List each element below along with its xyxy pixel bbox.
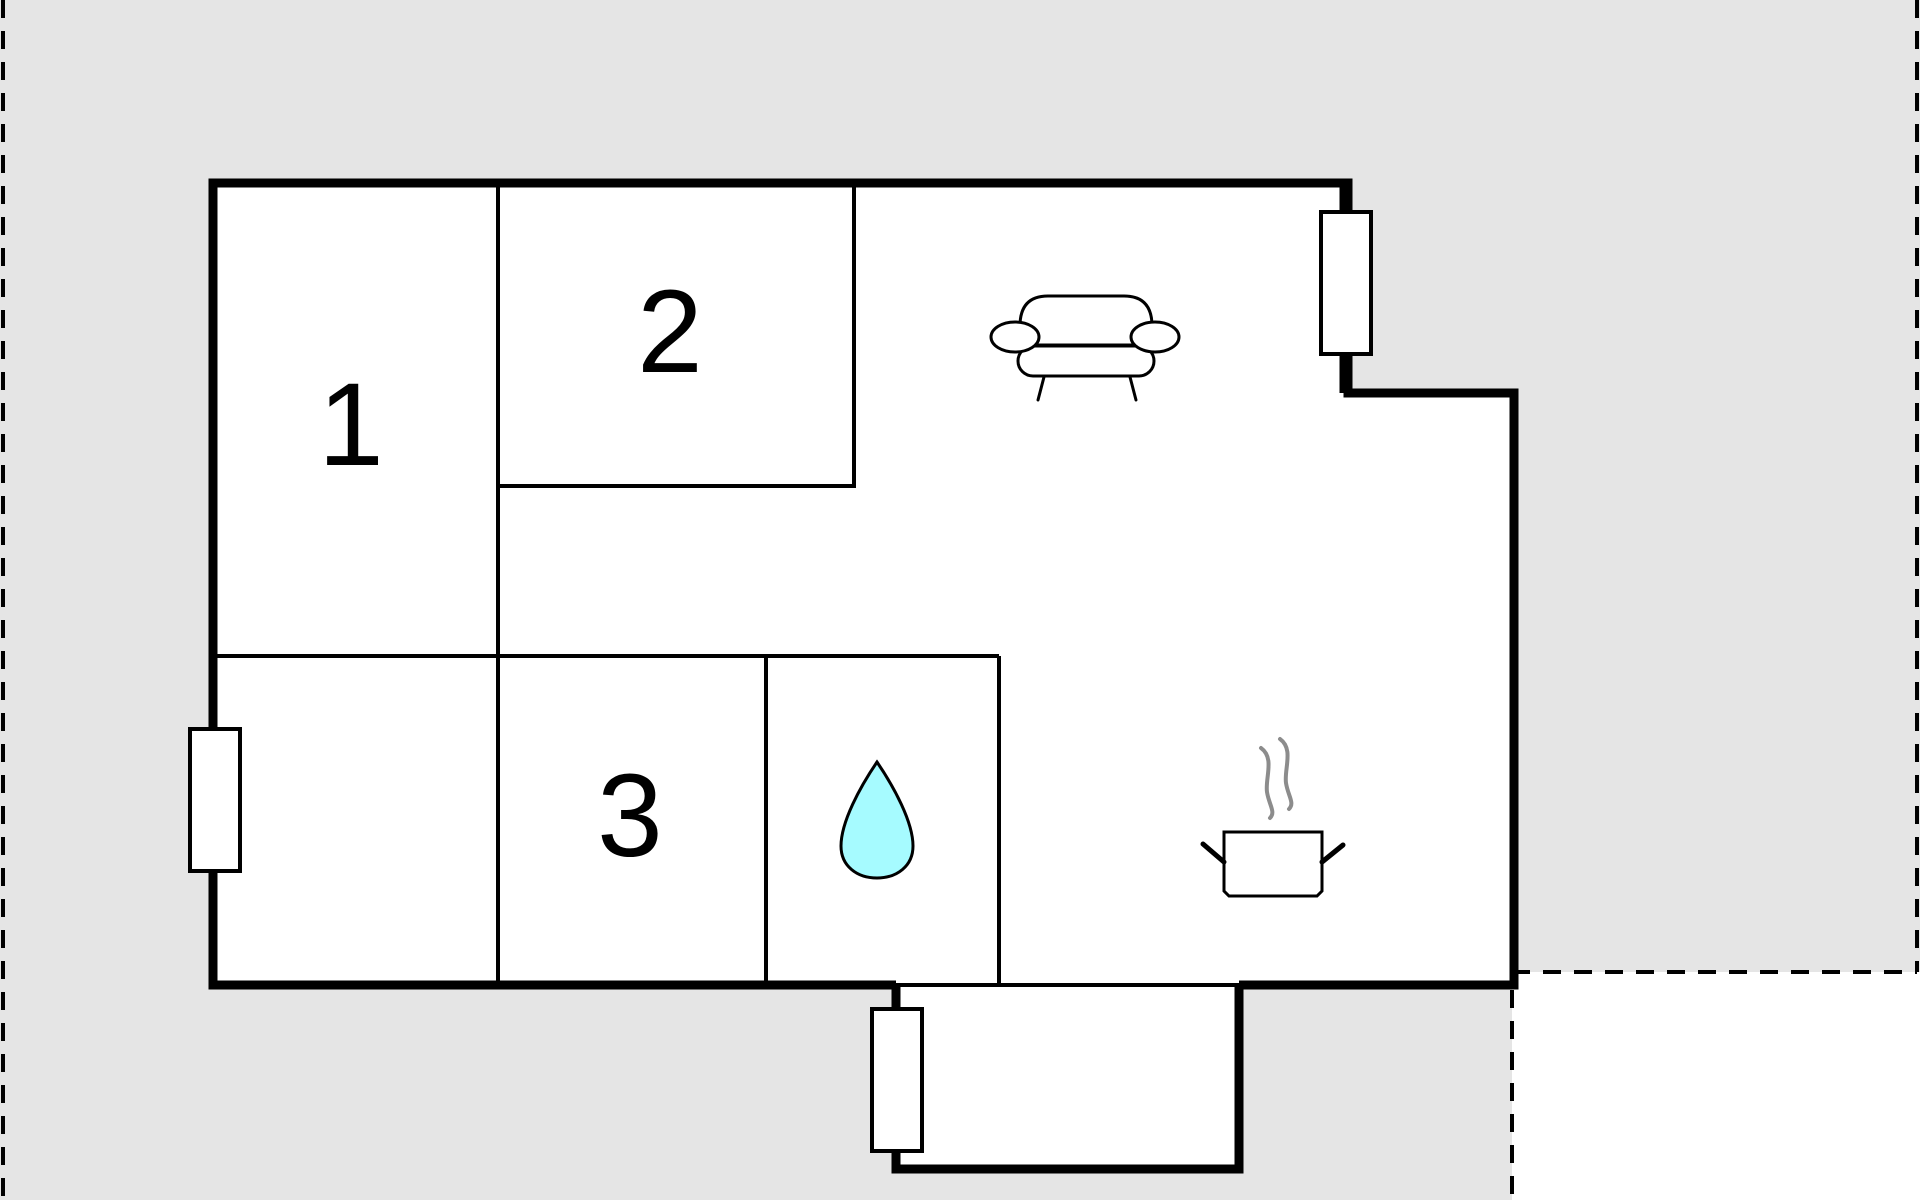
room-label-1: 1 <box>318 359 384 491</box>
steam-lines <box>1259 737 1294 820</box>
door-icon <box>1319 183 1373 393</box>
wall-room2 <box>498 183 856 488</box>
house-floor <box>213 183 1514 1169</box>
water-drop-icon <box>839 759 915 880</box>
door-icon <box>188 727 242 873</box>
room-label-2: 2 <box>637 266 703 398</box>
door-icon <box>870 1007 924 1153</box>
room-label-3: 3 <box>597 750 663 882</box>
outside-plot-corner <box>1512 972 1920 1200</box>
cooking-pot-icon <box>1200 737 1346 898</box>
interior-walls <box>213 183 1239 987</box>
sofa-icon <box>989 294 1181 402</box>
